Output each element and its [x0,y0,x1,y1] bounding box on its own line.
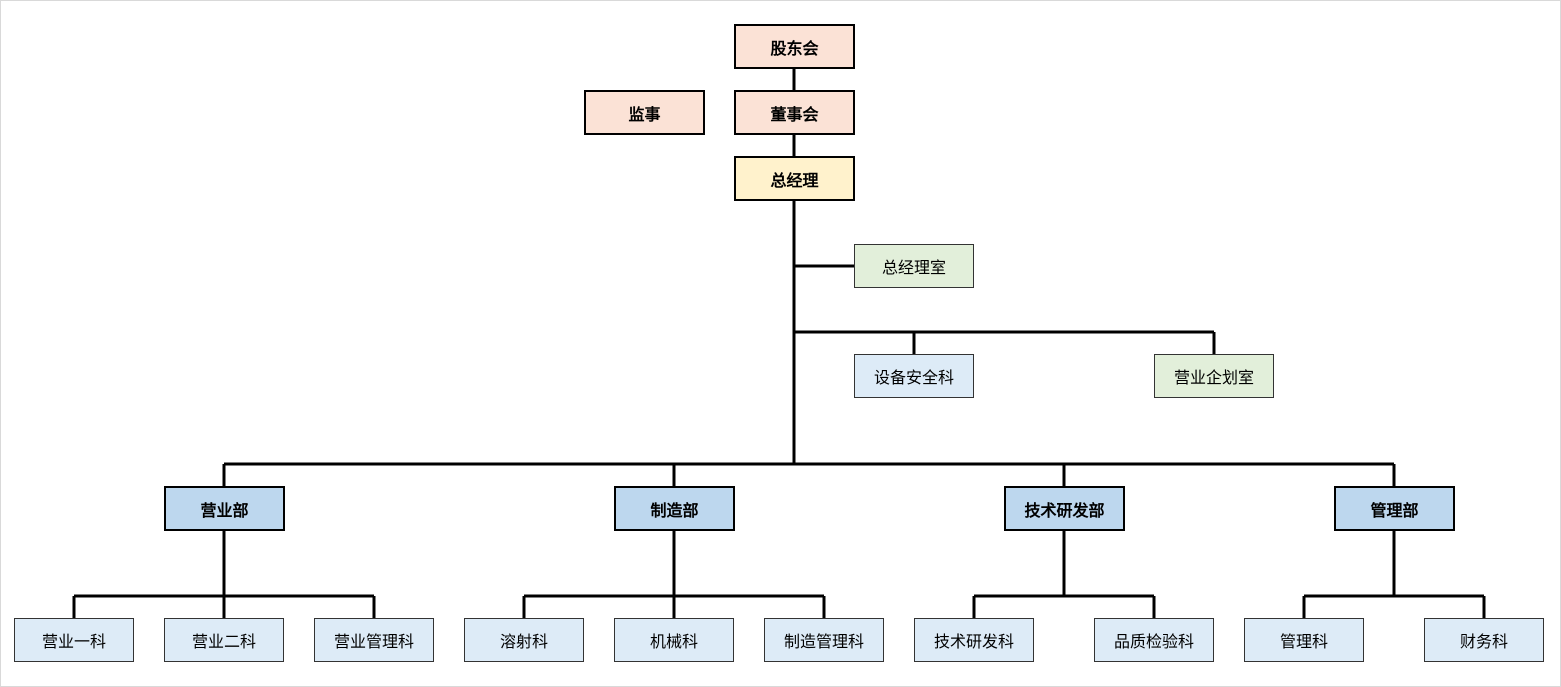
node-section: 财务科 [1424,618,1544,662]
node-section: 营业二科 [164,618,284,662]
node-supervisor: 监事 [584,90,705,135]
node-general-manager: 总经理 [734,156,855,201]
node-section: 营业一科 [14,618,134,662]
node-section: 管理科 [1244,618,1364,662]
node-shareholders: 股东会 [734,24,855,69]
node-section: 品质检验科 [1094,618,1214,662]
node-department: 制造部 [614,486,735,531]
node-department: 管理部 [1334,486,1455,531]
node-section: 技术研发科 [914,618,1034,662]
node-department: 营业部 [164,486,285,531]
node-gm-office: 总经理室 [854,244,974,288]
node-equipment-safety: 设备安全科 [854,354,974,398]
node-business-planning: 营业企划室 [1154,354,1274,398]
node-section: 溶射科 [464,618,584,662]
node-department: 技术研发部 [1004,486,1125,531]
node-board: 董事会 [734,90,855,135]
node-section: 制造管理科 [764,618,884,662]
node-section: 机械科 [614,618,734,662]
node-section: 营业管理科 [314,618,434,662]
